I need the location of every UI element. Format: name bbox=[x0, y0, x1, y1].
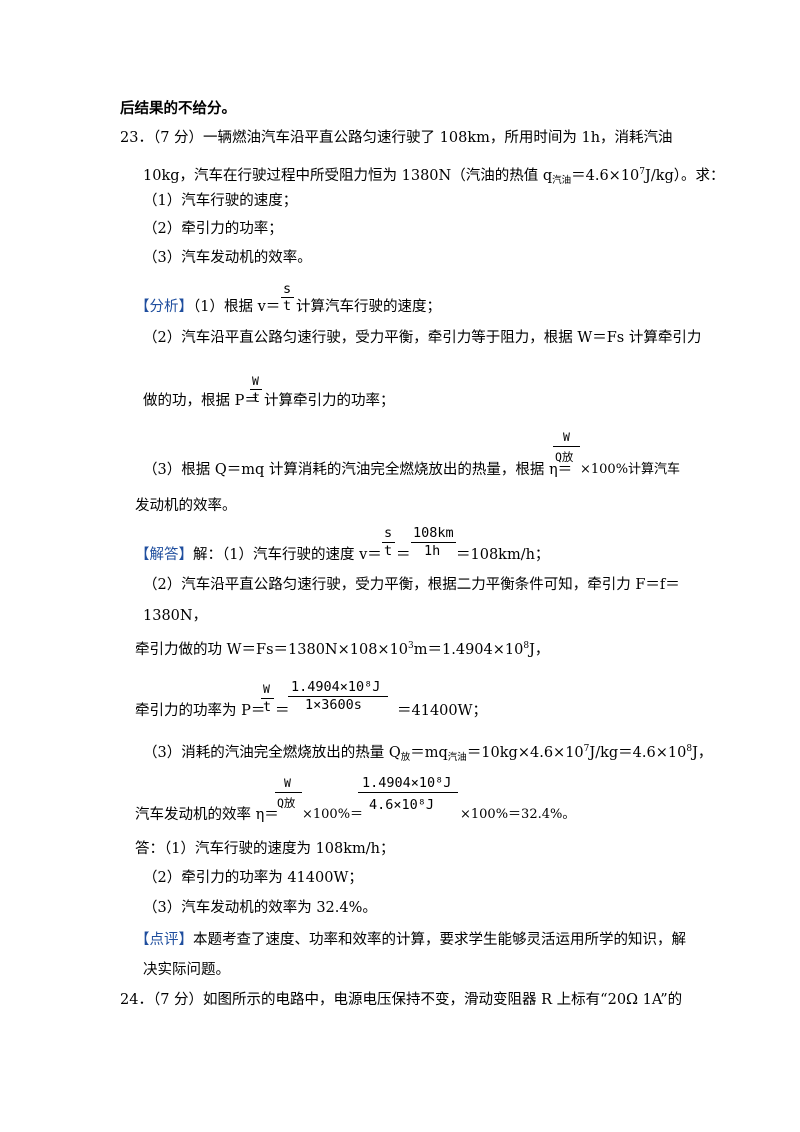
comment-line-1: 【点评】本题考查了速度、功率和效率的计算，要求学生能够灵活运用所学的知识，解 bbox=[135, 931, 686, 949]
answer-text: m＝1.4904×10 bbox=[413, 642, 524, 658]
answer-text: ＝108km/h； bbox=[456, 547, 550, 563]
question-text: 一辆燃油汽车沿平直公路匀速行驶了 108km，所用时间为 1h，消耗汽油 bbox=[203, 130, 673, 146]
answer-text: ＝41400W； bbox=[397, 703, 488, 719]
fraction-bar bbox=[382, 542, 395, 543]
fraction-bar bbox=[250, 389, 262, 390]
fraction-denominator: t bbox=[252, 390, 261, 406]
sub-question-3: （3）汽车发动机的效率。 bbox=[143, 250, 312, 266]
analysis-text: 计算牵引力的功率； bbox=[264, 393, 395, 409]
question-text: 如图所示的电路中，电源电压保持不变，滑动变阻器 R 上标有“20Ω 1A”的 bbox=[203, 992, 683, 1008]
question-23-stem-line-2: 10kg，汽车在行驶过程中所受阻力恒为 1380N（汽油的热值 q汽油＝4.6×… bbox=[143, 163, 725, 190]
question-number: 24． bbox=[120, 992, 153, 1008]
fraction-numerator: 1.4904×10⁸J bbox=[362, 775, 452, 791]
fraction-denominator: 1×3600s bbox=[305, 697, 362, 713]
subscript: 放 bbox=[400, 752, 411, 763]
fraction-bar bbox=[261, 698, 274, 699]
answer-line-4: 牵引力做的功 W＝Fs＝1380N×108×103m＝1.4904×108J， bbox=[135, 637, 549, 659]
fraction-numerator: W bbox=[284, 776, 291, 790]
comment-line-2: 决实际问题。 bbox=[143, 962, 230, 978]
fraction-denominator: 1h bbox=[424, 543, 441, 559]
subscript: 汽油 bbox=[552, 175, 572, 186]
question-number: 23． bbox=[120, 130, 153, 146]
superscript: 8 bbox=[686, 744, 693, 754]
answer-text: ×100%＝ bbox=[302, 807, 364, 822]
analysis-tag: 【分析】 bbox=[135, 299, 193, 315]
fraction-numerator: W bbox=[252, 374, 259, 388]
answer-text: ＝mq bbox=[410, 745, 448, 761]
superscript: 3 bbox=[408, 641, 414, 651]
answer-line-5: 牵引力的功率为 P＝ bbox=[135, 703, 266, 719]
equals-sign: ＝ bbox=[396, 547, 411, 563]
answer-summary-1: 答：（1）汽车行驶的速度为 108km/h； bbox=[135, 841, 395, 857]
analysis-line-5: 发动机的效率。 bbox=[135, 498, 237, 514]
fraction-denominator: t bbox=[384, 543, 393, 559]
answer-tag: 【解答】 bbox=[135, 547, 193, 563]
answer-text: 牵引力做的功 W＝Fs＝1380N×108×10 bbox=[135, 642, 409, 658]
answer-text: 解：（1）汽车行驶的速度 v＝ bbox=[193, 547, 382, 563]
fraction-denominator: Q放 bbox=[277, 796, 296, 810]
previous-item-tail: 后结果的不给分。 bbox=[120, 100, 236, 117]
stem-text: J/kg）。求： bbox=[645, 168, 725, 184]
answer-summary-3: （3）汽车发动机的效率为 32.4%。 bbox=[143, 900, 377, 916]
answer-text: （3）消耗的汽油完全燃烧放出的热量 Q bbox=[143, 745, 401, 761]
comment-tag: 【点评】 bbox=[135, 932, 193, 948]
comment-text: 本题考查了速度、功率和效率的计算，要求学生能够灵活运用所学的知识，解 bbox=[193, 932, 686, 948]
answer-line-7: 汽车发动机的效率 η＝ bbox=[135, 807, 279, 823]
fraction-bar bbox=[281, 297, 294, 298]
answer-line-6: （3）消耗的汽油完全燃烧放出的热量 Q放＝mq汽油＝10kg×4.6×107J/… bbox=[143, 740, 712, 767]
analysis-line-3: 做的功，根据 P＝ bbox=[143, 393, 259, 409]
analysis-text: 计算汽车行驶的速度； bbox=[296, 299, 441, 315]
sub-question-1: （1）汽车行驶的速度； bbox=[143, 193, 298, 209]
superscript: 8 bbox=[523, 641, 530, 651]
stem-text: ＝4.6×10 bbox=[571, 168, 640, 184]
fraction-bar bbox=[411, 542, 456, 543]
analysis-line-1: 【分析】（1）根据 v＝ bbox=[135, 298, 280, 316]
question-23-stem-line-1: 23．（7 分）一辆燃油汽车沿平直公路匀速行驶了 108km，所用时间为 1h，… bbox=[120, 129, 673, 147]
answer-text: J， bbox=[529, 642, 550, 658]
sub-question-2: （2）牵引力的功率； bbox=[143, 221, 283, 237]
fraction-bar bbox=[553, 446, 580, 447]
analysis-line-2: （2）汽车沿平直公路匀速行驶，受力平衡，牵引力等于阻力，根据 W＝Fs 计算牵引… bbox=[143, 330, 702, 346]
stem-text: 10kg，汽车在行驶过程中所受阻力恒为 1380N（汽油的热值 q bbox=[143, 168, 553, 184]
fraction-numerator: W bbox=[563, 430, 570, 444]
superscript: 7 bbox=[639, 167, 646, 177]
fraction-denominator: t bbox=[283, 298, 292, 314]
question-points: （7 分） bbox=[152, 130, 204, 146]
superscript: 7 bbox=[583, 744, 590, 754]
fraction-bar bbox=[275, 792, 302, 793]
answer-line-2: （2）汽车沿平直公路匀速行驶，受力平衡，根据二力平衡条件可知，牵引力 F＝f＝ bbox=[143, 577, 680, 593]
fraction-denominator: t bbox=[263, 699, 272, 715]
analysis-text: ×100%计算汽车 bbox=[580, 462, 681, 477]
fraction-denominator: Q放 bbox=[555, 450, 574, 464]
analysis-line-4: （3）根据 Q＝mq 计算消耗的汽油完全燃烧放出的热量，根据 η＝ bbox=[143, 462, 573, 478]
answer-line-3: 1380N， bbox=[143, 608, 208, 624]
equals-sign: ＝ bbox=[275, 703, 290, 719]
subscript: 汽油 bbox=[447, 752, 467, 763]
answer-summary-2: （2）牵引力的功率为 41400W； bbox=[143, 870, 363, 886]
answer-text: ×100%＝32.4%。 bbox=[460, 807, 576, 822]
fraction-numerator: 108km bbox=[413, 525, 454, 541]
fraction-denominator: 4.6×10⁸J bbox=[369, 797, 435, 813]
analysis-text: （1）根据 v＝ bbox=[193, 299, 281, 315]
fraction-numerator: 1.4904×10⁸J bbox=[291, 679, 381, 695]
question-24-stem: 24．（7 分）如图所示的电路中，电源电压保持不变，滑动变阻器 R 上标有“20… bbox=[120, 991, 682, 1009]
fraction-bar bbox=[288, 696, 388, 697]
question-points: （7 分） bbox=[152, 992, 204, 1008]
fraction-bar bbox=[358, 792, 458, 793]
answer-line-1: 【解答】解：（1）汽车行驶的速度 v＝ bbox=[135, 546, 382, 564]
fraction-numerator: W bbox=[263, 682, 270, 696]
answer-text: J， bbox=[692, 745, 713, 761]
fraction-numerator: s bbox=[283, 281, 292, 297]
fraction-numerator: s bbox=[384, 525, 393, 541]
answer-text: ＝10kg×4.6×10 bbox=[466, 745, 584, 761]
answer-text: J/kg＝4.6×10 bbox=[589, 745, 687, 761]
